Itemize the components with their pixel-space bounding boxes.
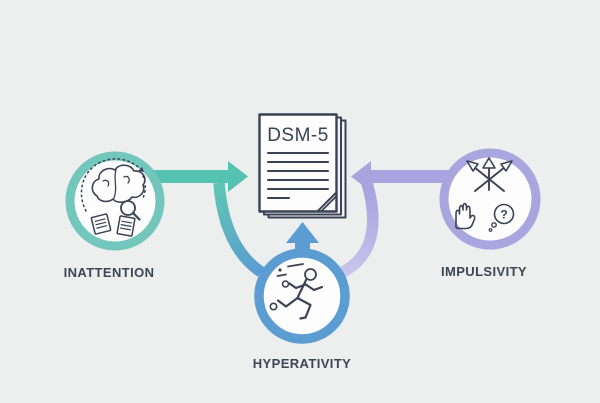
impulsivity-node: ? [439,148,541,250]
crossed-arrows-icon [466,157,513,192]
inattention-label: INATTENTION [63,265,155,280]
brain-magnifier-notes-icon [80,158,146,237]
note-icon [90,213,112,235]
folded-corner [316,191,338,213]
hyperativity-label: HYPERATIVITY [252,356,352,371]
nw-arrow-head [466,160,479,172]
runner-back-arm [288,282,307,290]
orbit-arrow-tip [138,167,144,172]
running-person-icon [269,263,324,320]
fold-line [320,195,337,212]
question-mark: ? [500,208,507,222]
brain-fold-line [123,175,130,184]
inattention-arrow [150,161,248,192]
impulsivity-arrow [351,161,449,192]
brain-fold-line [102,179,110,187]
arrow-head [351,161,371,192]
ne-arrow-head [500,160,513,172]
inattention-node [65,151,165,251]
runner-front-leg [296,296,312,320]
dsm5-document: DSM-5 [258,113,347,219]
motion-marks-icon [269,263,304,311]
brain-fissure-line [113,169,117,199]
orbit-dashes-icon [80,158,141,212]
arrow-head [228,161,248,192]
note-icon [116,215,136,237]
impulsivity-circle [439,148,541,250]
impulsivity-label: IMPULSIVITY [440,264,528,279]
thought-bubble-icon: ? [488,203,515,232]
hand-stop-icon [455,202,476,230]
brain-icon [91,164,146,203]
runner-back-leg [276,296,299,308]
arrow-shaft [150,170,228,183]
document-title: DSM-5 [267,125,329,146]
up-arrow-head [482,157,496,169]
runner-front-arm [303,282,324,292]
arrow-shaft [371,170,449,183]
hyperativity-node [254,248,350,344]
arrow-head [286,222,319,243]
magnifier-icon [120,200,141,221]
runner-torso [296,278,308,300]
inattention-to-hyperativity-curve [213,182,265,277]
hyperativity-circle [254,248,350,344]
impulsivity-to-hyperativity-curve [340,181,379,278]
document-text-lines [267,152,329,199]
orbit-dashes-icon [142,175,146,199]
